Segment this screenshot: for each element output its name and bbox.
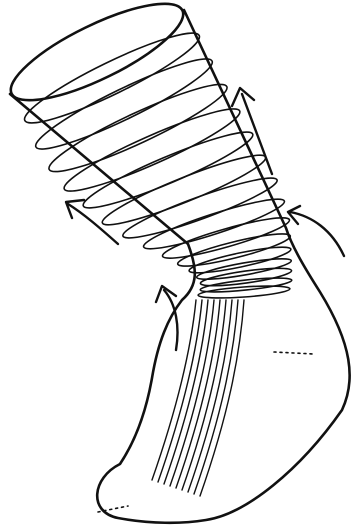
compression-rings [18,21,293,300]
stitch-heel [274,352,314,354]
ring [59,98,246,202]
ring [18,21,206,135]
arrow-ankle-curved [156,286,178,350]
ring [43,73,233,183]
ring [78,122,258,218]
arrow-right-curved [288,206,344,256]
arrow-upper-right [232,88,272,174]
ring [29,48,218,161]
arrow-left [66,200,118,244]
